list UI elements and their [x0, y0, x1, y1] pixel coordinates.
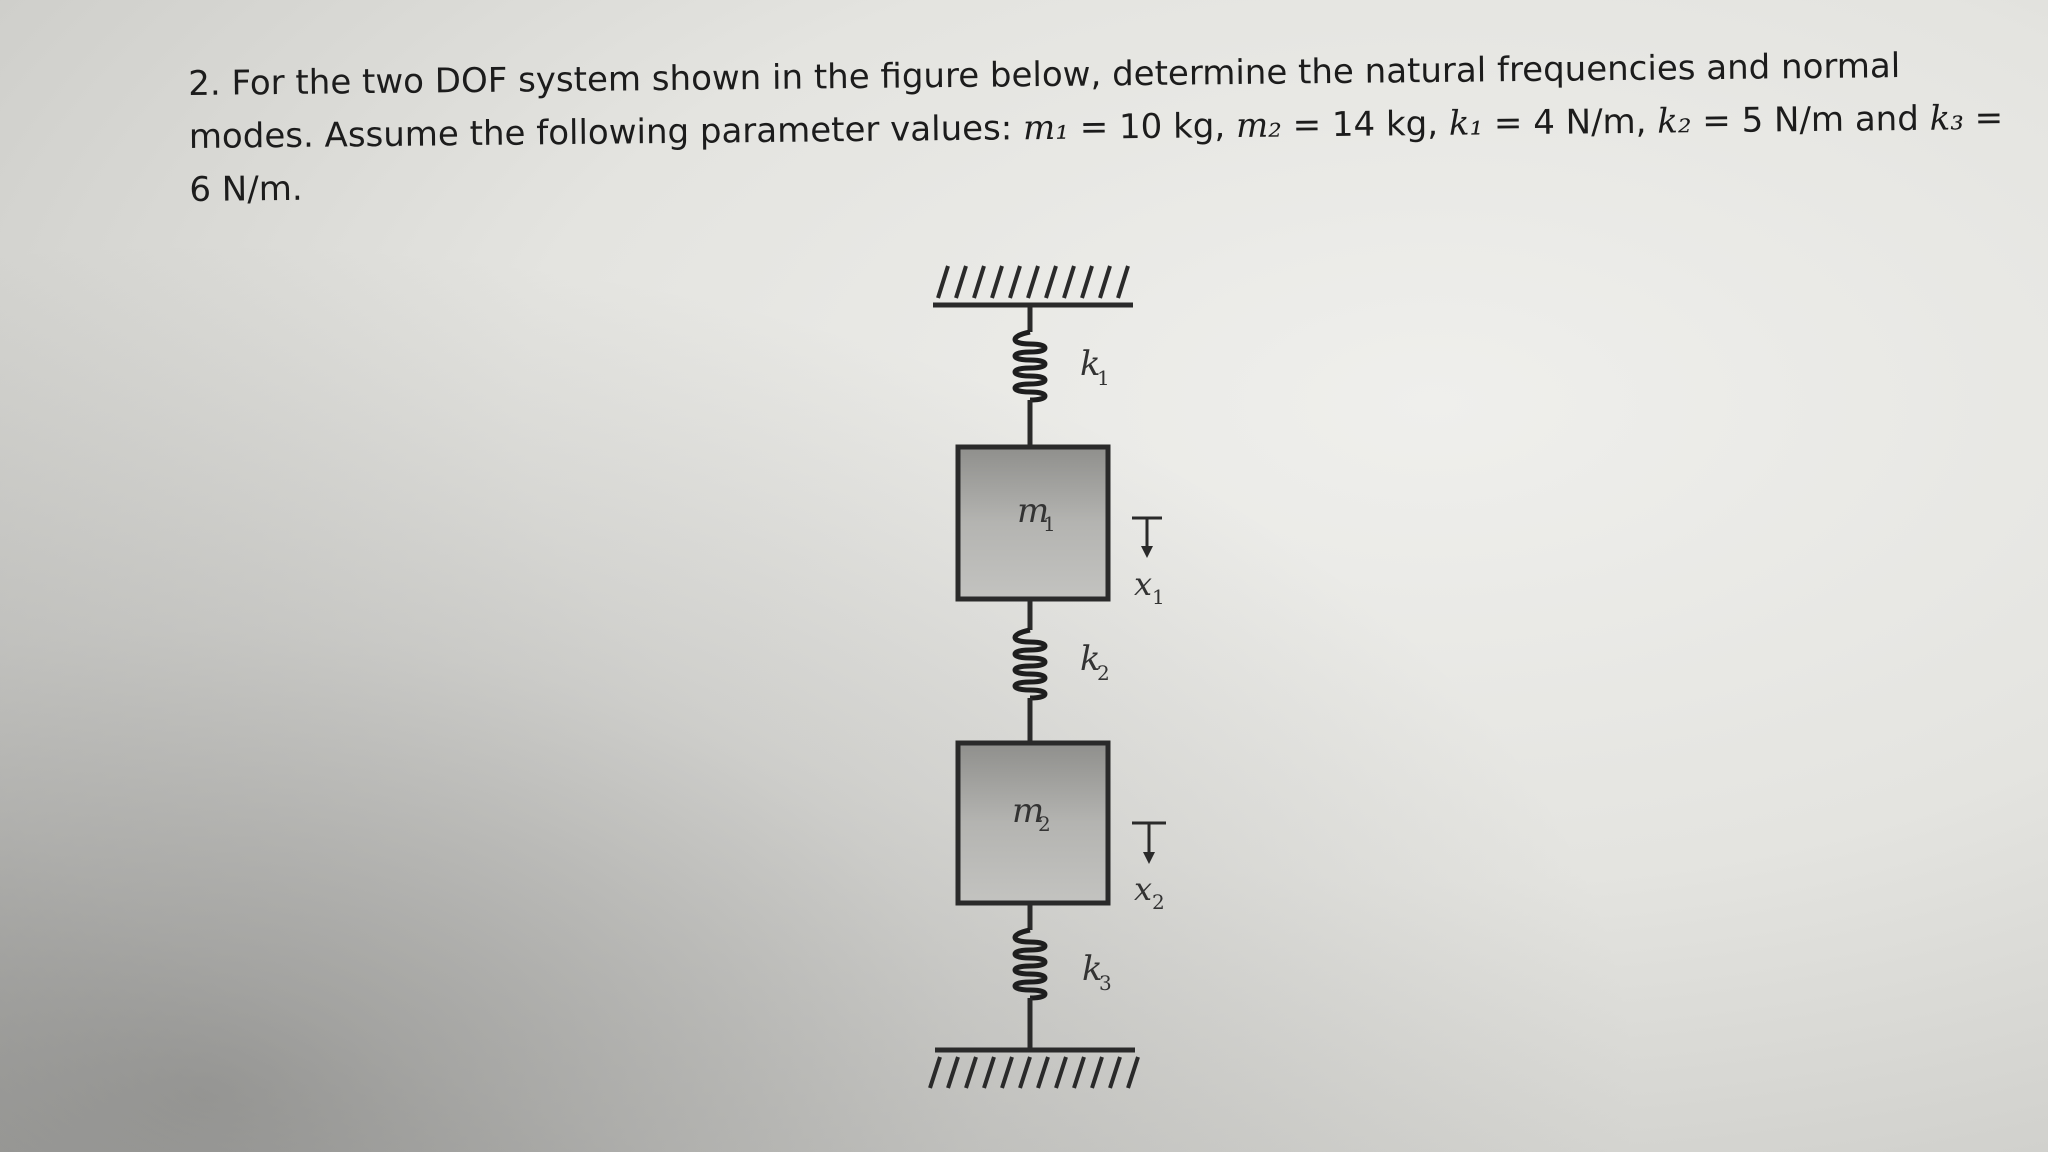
- x2-displacement-arrow: [1132, 821, 1166, 864]
- x1-label: x: [1134, 565, 1152, 603]
- k3-value: =: [1963, 97, 2004, 139]
- k1-symbol: k₁: [1448, 103, 1484, 144]
- spring-k1: [1012, 307, 1048, 447]
- mass-m1: [955, 444, 1111, 602]
- k3-symbol: k₃: [1929, 98, 1965, 139]
- m2-subscript: 2: [1038, 812, 1051, 836]
- bottom-ground: [928, 1047, 1140, 1089]
- x2-label: x: [1134, 870, 1152, 908]
- k1-value: = 4 N/m,: [1482, 101, 1658, 144]
- k2-label: k: [1080, 639, 1101, 679]
- m1-value: = 10 kg,: [1068, 106, 1237, 148]
- k2-value: = 5 N/m and: [1691, 98, 1930, 142]
- m2-label: m: [1012, 791, 1044, 831]
- k3-label: k: [1082, 949, 1103, 989]
- m1-label: m: [1017, 491, 1049, 531]
- x1-displacement-arrow: [1132, 516, 1162, 558]
- k2-symbol: k₂: [1657, 101, 1692, 142]
- spring-k2: [1012, 601, 1048, 743]
- k2-subscript: 2: [1097, 661, 1110, 685]
- x1-subscript: 1: [1152, 585, 1165, 609]
- x2-subscript: 2: [1152, 890, 1165, 914]
- m1-subscript: 1: [1043, 512, 1056, 536]
- m2-value: = 14 kg,: [1281, 103, 1450, 146]
- problem-line-2-prefix: modes. Assume the following parameter va…: [188, 108, 1024, 157]
- k1-label: k: [1080, 344, 1101, 384]
- top-ground: [933, 265, 1133, 308]
- problem-statement: 2. For the two DOF system shown in the f…: [188, 40, 2003, 217]
- m1-symbol: m₁: [1022, 107, 1070, 149]
- two-dof-system-diagram: k 1 m 1 x 1 k 2 m 2 x 2 k 3: [928, 265, 1166, 1089]
- k1-subscript: 1: [1097, 366, 1110, 390]
- spring-k3: [1012, 905, 1048, 1048]
- m2-symbol: m₂: [1235, 105, 1283, 147]
- mass-m2: [955, 740, 1111, 906]
- k3-subscript: 3: [1099, 971, 1112, 995]
